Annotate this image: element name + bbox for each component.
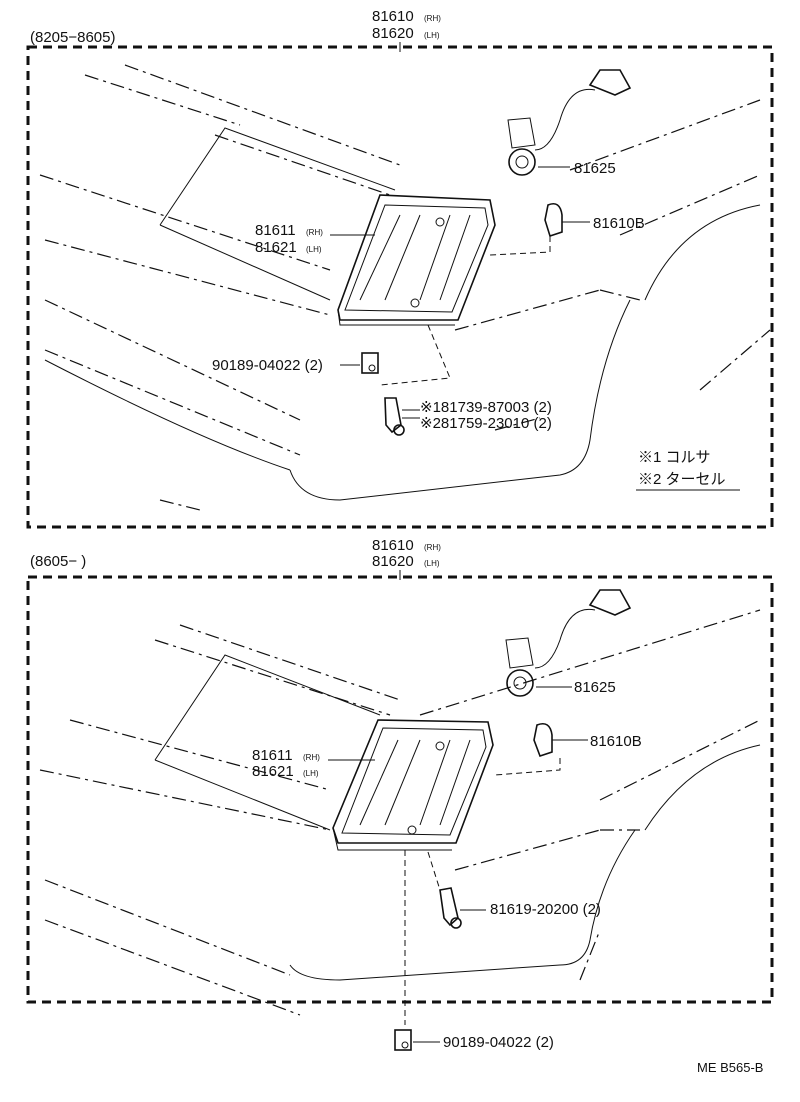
bottom-bulb-label: 81610B [590, 733, 642, 750]
bottom-windshield [154, 654, 381, 761]
bottom-assembly-rh: 81610 [372, 537, 414, 554]
top-assembly-rh: 81610 [372, 8, 414, 25]
bottom-lens-rh-suffix: (RH) [303, 753, 320, 762]
bottom-panel: (8605− ) 81610 (RH) 81620 (LH) [26, 537, 774, 1051]
top-windshield [159, 127, 396, 226]
bottom-assembly-lh-suffix: (LH) [424, 559, 440, 568]
top-lens-lh-suffix: (LH) [306, 245, 322, 254]
top-panel: (8205−8605) 81610 (RH) 81620 (LH) [26, 8, 774, 529]
top-bulb-icon [544, 202, 563, 238]
top-assembly-rh-suffix: (RH) [424, 14, 441, 23]
top-assembly-lh: 81620 [372, 25, 414, 42]
bottom-lamp-lens [332, 719, 494, 851]
diagram-code: ME B565-B [697, 1060, 763, 1075]
top-lens-lh: 81621 [255, 239, 297, 256]
bottom-car-body-outline [39, 609, 761, 1016]
top-lens-rh-suffix: (RH) [306, 228, 323, 237]
bottom-assembly-rh-suffix: (RH) [424, 543, 441, 552]
bottom-socket-icon [505, 589, 632, 697]
bottom-date-range: (8605− ) [30, 553, 86, 570]
bottom-screw-label: 81619-20200 (2) [490, 901, 601, 918]
bottom-screw-icon [439, 887, 462, 929]
bottom-nut-icon [394, 1029, 412, 1051]
top-legend-2: ※2 ターセル [638, 471, 726, 488]
bottom-socket-label: 81625 [574, 679, 616, 696]
top-lamp-lens [337, 194, 496, 326]
top-date-range: (8205−8605) [30, 29, 116, 46]
top-socket-icon [507, 69, 632, 176]
bottom-assembly-lh: 81620 [372, 553, 414, 570]
top-legend-1: ※1 コルサ [638, 449, 711, 466]
top-socket-label: 81625 [574, 160, 616, 177]
top-car-body-outline [39, 64, 771, 511]
top-panel-frame [26, 45, 774, 529]
top-screw-label-1: ※181739-87003 (2) [420, 399, 552, 416]
top-lens-rh: 81611 [255, 222, 296, 239]
bottom-bulb-icon [533, 722, 553, 758]
top-screw-label-2: ※281759-23010 (2) [420, 415, 552, 432]
bottom-lens-lh-suffix: (LH) [303, 769, 319, 778]
top-nut-icon [361, 352, 379, 374]
bottom-lens-rh: 81611 [252, 747, 293, 764]
top-bulb-label: 81610B [593, 215, 645, 232]
top-screw-icon [384, 397, 405, 436]
top-assembly-lh-suffix: (LH) [424, 31, 440, 40]
top-nut-label: 90189-04022 (2) [212, 357, 323, 374]
bottom-lens-lh: 81621 [252, 763, 294, 780]
bottom-nut-label: 90189-04022 (2) [443, 1034, 554, 1051]
